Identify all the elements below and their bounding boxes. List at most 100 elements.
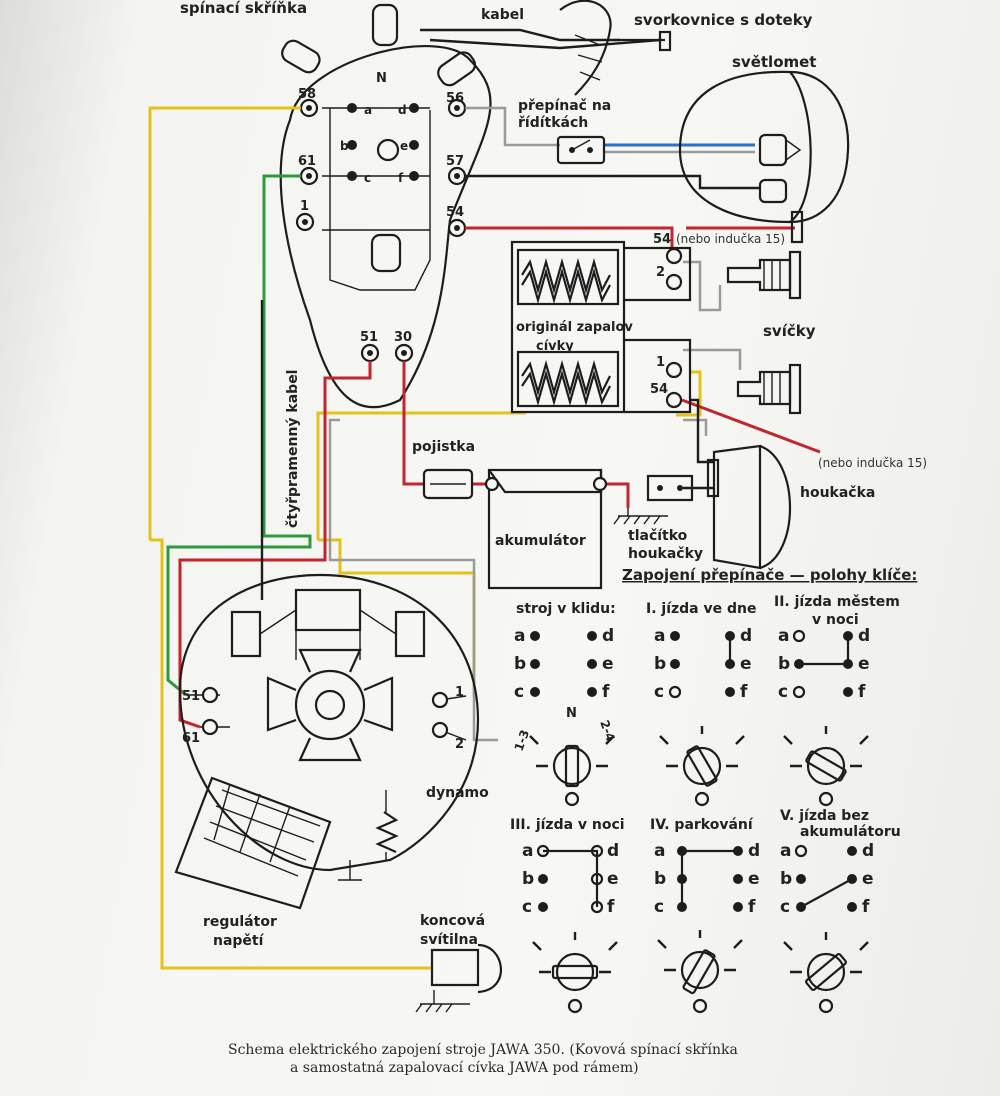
gray-wires <box>328 106 755 742</box>
svg-text:stroj v klidu:: stroj v klidu: <box>516 601 616 617</box>
svg-text:e: e <box>400 139 408 153</box>
svg-text:c: c <box>654 897 664 917</box>
switch-position-4: IV. parkování a d b e c f <box>650 817 760 1014</box>
svg-text:V. jízda bez: V. jízda bez <box>780 808 869 824</box>
svg-text:c: c <box>364 171 371 185</box>
svg-text:I. jízda ve dne: I. jízda ve dne <box>646 601 756 617</box>
svg-text:a: a <box>780 841 791 861</box>
key-position-n: N <box>566 706 577 721</box>
coil-terminal-54-bottom: 54 <box>650 382 668 397</box>
label-nebo-indukcka-bottom: (nebo indučka 15) <box>818 456 927 470</box>
svg-text:c: c <box>514 682 524 702</box>
coil-terminal-2: 2 <box>656 265 665 280</box>
svg-text:b: b <box>654 654 666 674</box>
horn-button <box>646 474 694 502</box>
svg-text:d: d <box>607 841 619 861</box>
ignition-coils <box>510 240 692 414</box>
svg-text:c: c <box>654 682 664 702</box>
svg-text:a: a <box>514 626 525 646</box>
green-wire <box>166 174 312 697</box>
key-position-24: 2-4 <box>597 718 618 743</box>
svg-text:d: d <box>740 626 752 646</box>
label-prepinac-line2: řídítkách <box>518 115 588 131</box>
svg-text:v noci: v noci <box>812 612 859 628</box>
dynamo-terminal-1: 1 <box>455 685 464 700</box>
dynamo-terminals <box>201 686 449 739</box>
caption-line2: a samostatná zapalovací cívka JAWA pod r… <box>290 1060 639 1076</box>
svg-text:a: a <box>522 841 533 861</box>
svg-text:54: 54 <box>446 205 464 220</box>
label-prepinac-line1: přepínač na <box>518 98 611 114</box>
label-kabel: kabel <box>481 7 524 23</box>
key-dial-ticks <box>529 726 869 974</box>
svg-text:f: f <box>862 897 870 917</box>
svg-text:61: 61 <box>298 154 316 169</box>
svg-text:e: e <box>607 869 619 889</box>
svg-text:a: a <box>778 626 789 646</box>
black-wires <box>260 28 760 600</box>
label-nebo-indukcka-top: (nebo indučka 15) <box>676 232 785 246</box>
svg-text:30: 30 <box>394 330 412 345</box>
svg-text:e: e <box>748 869 760 889</box>
svg-text:III. jízda v noci: III. jízda v noci <box>510 817 625 833</box>
label-akumulator: akumulátor <box>495 533 586 549</box>
svg-text:II. jízda městem: II. jízda městem <box>774 594 900 610</box>
svg-text:akumulátoru: akumulátoru <box>800 824 901 840</box>
svg-text:c: c <box>522 897 532 917</box>
svg-text:b: b <box>780 869 792 889</box>
handlebar-switch <box>556 135 606 165</box>
svg-text:56: 56 <box>446 91 464 106</box>
voltage-regulator <box>174 776 332 910</box>
svg-text:c: c <box>780 897 790 917</box>
dynamo-terminal-2: 2 <box>455 737 464 752</box>
coil-terminal-1: 1 <box>656 355 665 370</box>
label-koncova-line2: svítilna <box>420 932 478 948</box>
label-regulator-line2: napětí <box>213 933 265 949</box>
svg-text:e: e <box>862 869 874 889</box>
svg-text:f: f <box>748 897 756 917</box>
fuse <box>422 468 474 500</box>
svg-text:a: a <box>654 626 665 646</box>
svg-text:d: d <box>398 103 407 117</box>
svg-text:d: d <box>602 626 614 646</box>
svg-text:e: e <box>858 654 870 674</box>
switch-position-2: II. jízda městem v noci a d b e c f <box>774 594 900 807</box>
svg-text:f: f <box>398 171 404 185</box>
switch-positions-title: Zapojení přepínače — polohy klíče: <box>622 566 917 584</box>
svg-text:1: 1 <box>300 199 309 214</box>
label-svorkovnice: svorkovnice s doteky <box>634 11 813 29</box>
svg-text:f: f <box>858 682 866 702</box>
svg-text:f: f <box>602 682 610 702</box>
svg-text:d: d <box>862 841 874 861</box>
label-ctyrpramenny-kabel: čtyřpramenný kabel <box>285 370 301 528</box>
svg-text:b: b <box>654 869 666 889</box>
svg-text:b: b <box>778 654 790 674</box>
svg-text:b: b <box>514 654 526 674</box>
label-spinaci: spínací skříňka <box>180 0 307 17</box>
dynamo-terminal-51: 51 <box>182 689 200 704</box>
label-tlacitko-line1: tlačítko <box>628 528 688 544</box>
coil-terminal-54-top: 54 <box>653 232 671 247</box>
svg-text:57: 57 <box>446 154 464 169</box>
label-svetlomet: světlomet <box>732 53 816 71</box>
switch-position-3: III. jízda v noci a d b e c f <box>510 817 625 1014</box>
terminal-block <box>559 0 672 96</box>
label-zapal-line1: originál zapalov <box>516 320 633 335</box>
label-svicky: svíčky <box>763 322 816 340</box>
svg-text:b: b <box>522 869 534 889</box>
switch-position-1: I. jízda ve dne a d b e c f <box>646 601 756 807</box>
label-houkacka: houkačka <box>800 485 875 501</box>
svg-text:a: a <box>654 841 665 861</box>
headlight <box>678 70 850 244</box>
key-position-13: 1-3 <box>512 728 533 753</box>
svg-text:IV. parkování: IV. parkování <box>650 817 754 833</box>
svg-text:a: a <box>364 103 372 117</box>
svg-text:N: N <box>376 71 387 86</box>
svg-text:d: d <box>858 626 870 646</box>
switch-position-5: V. jízda bez akumulátoru a d b e c f <box>780 808 901 1014</box>
switch-box-terminal-labels: 58 N 56 61 57 1 54 51 30 a d b e c f <box>298 71 464 345</box>
dynamo-terminal-61: 61 <box>182 731 200 746</box>
spark-plugs <box>726 250 802 415</box>
